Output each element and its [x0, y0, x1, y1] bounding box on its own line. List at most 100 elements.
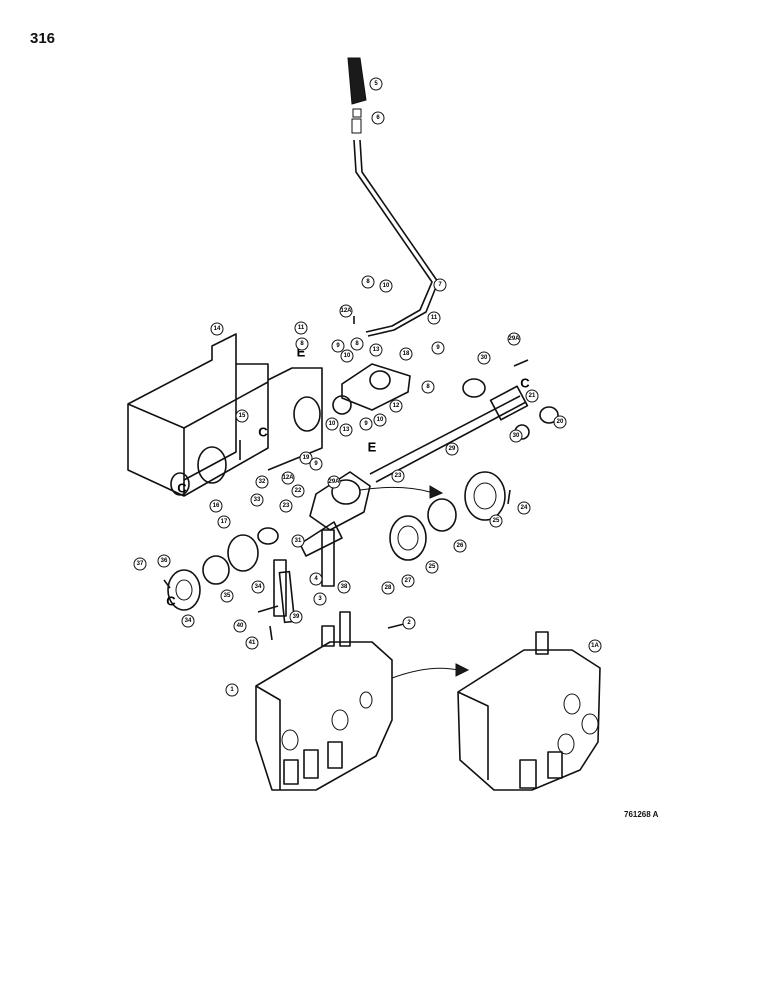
callout-circle [391, 469, 405, 483]
part-callout: 8 [421, 380, 435, 394]
part-callout: 8 [361, 275, 375, 289]
ref-letter: E [368, 440, 377, 455]
callout-circle [281, 471, 295, 485]
part-callout: 25 [489, 514, 503, 528]
part-callout: 31 [291, 534, 305, 548]
callout-circle [361, 275, 375, 289]
callout-label: 10 [344, 353, 351, 359]
callout-circle [233, 619, 247, 633]
knob-nut [352, 108, 362, 118]
part-callout: 18 [399, 347, 413, 361]
part-callout: 9 [359, 417, 373, 431]
part-callout: 34 [251, 580, 265, 594]
callout-label: 32 [259, 479, 266, 485]
part-callout: 20 [553, 415, 567, 429]
callout-label: 16 [213, 503, 220, 509]
callout-label: 12A [340, 308, 352, 314]
callout-label: 1A [591, 643, 599, 649]
part-callout: 8 [350, 337, 364, 351]
part-callout: 9 [331, 339, 345, 353]
callout-label: 18 [403, 351, 410, 357]
callout-label: 11 [431, 315, 438, 321]
callout-label: 17 [221, 519, 228, 525]
part-callout: 39 [289, 610, 303, 624]
callout-circle [421, 380, 435, 394]
callout-circle [425, 560, 439, 574]
mounting-bracket [127, 333, 323, 497]
page-number: 316 [30, 30, 56, 47]
callout-label: 19 [303, 455, 310, 461]
callout-circle [389, 399, 403, 413]
callout-circle [245, 636, 259, 650]
part-callout: 12A [281, 471, 295, 485]
callout-circle [255, 475, 269, 489]
part-callout: 37 [133, 557, 147, 571]
part-callout: 24 [517, 501, 531, 515]
part-callout: 33 [250, 493, 264, 507]
ref-letter: C [177, 481, 187, 496]
callout-circle [399, 347, 413, 361]
callout-label: 5 [374, 81, 378, 87]
callout-circle [373, 413, 387, 427]
callout-label: 22 [295, 488, 302, 494]
part-callout: 22 [291, 484, 305, 498]
part-callout: 15 [235, 409, 249, 423]
callout-label: 23 [283, 503, 290, 509]
callout-label: 29 [449, 446, 456, 452]
callout-circle [339, 304, 353, 318]
callout-circle [371, 111, 385, 125]
callout-label: 3 [318, 596, 322, 602]
part-callout: 36 [157, 554, 171, 568]
bellcrank-assembly [257, 363, 411, 557]
part-callout: 1A [588, 639, 602, 653]
callout-circle [553, 415, 567, 429]
callout-circle [453, 539, 467, 553]
part-callout: 30 [477, 351, 491, 365]
callout-label: 8 [426, 384, 430, 390]
callout-label: 37 [137, 561, 144, 567]
part-callout: 2 [402, 616, 416, 630]
callout-circle [313, 592, 327, 606]
callout-label: 38 [341, 584, 348, 590]
callout-circle [350, 337, 364, 351]
callout-circle [209, 499, 223, 513]
control-lever [347, 57, 439, 337]
callout-label: 8 [366, 279, 370, 285]
callout-label: 25 [429, 564, 436, 570]
callout-label: 2 [407, 620, 411, 626]
part-callout: 25 [425, 560, 439, 574]
callout-circle [340, 349, 354, 363]
callout-circle [181, 614, 195, 628]
callout-circle [295, 337, 309, 351]
part-callout: 34 [181, 614, 195, 628]
callout-circle [369, 77, 383, 91]
callout-label: 39 [293, 614, 300, 620]
drawing-id: 761268 A [624, 810, 659, 819]
callout-circle [588, 639, 602, 653]
callout-label: 41 [249, 640, 256, 646]
callout-label: 13 [343, 427, 350, 433]
callout-circle [291, 484, 305, 498]
callout-circle [235, 409, 249, 423]
part-callout: 13 [339, 423, 353, 437]
callout-circle [291, 534, 305, 548]
callout-label: 9 [314, 461, 318, 467]
part-callout: 9 [309, 457, 323, 471]
part-callout: 19 [299, 451, 313, 465]
callout-circle [339, 423, 353, 437]
callout-circle [369, 343, 383, 357]
cross-shaft [369, 378, 559, 483]
callout-label: 9 [436, 345, 440, 351]
callout-label: 10 [383, 283, 390, 289]
fasteners [163, 316, 529, 641]
callout-circle [325, 417, 339, 431]
callout-circle [217, 515, 231, 529]
part-callout: 4 [309, 572, 323, 586]
ref-letter: C [258, 425, 268, 440]
part-callout: 1 [225, 683, 239, 697]
control-valve-alt [457, 631, 601, 791]
callout-label: 30 [481, 355, 488, 361]
part-callout: 10 [340, 349, 354, 363]
